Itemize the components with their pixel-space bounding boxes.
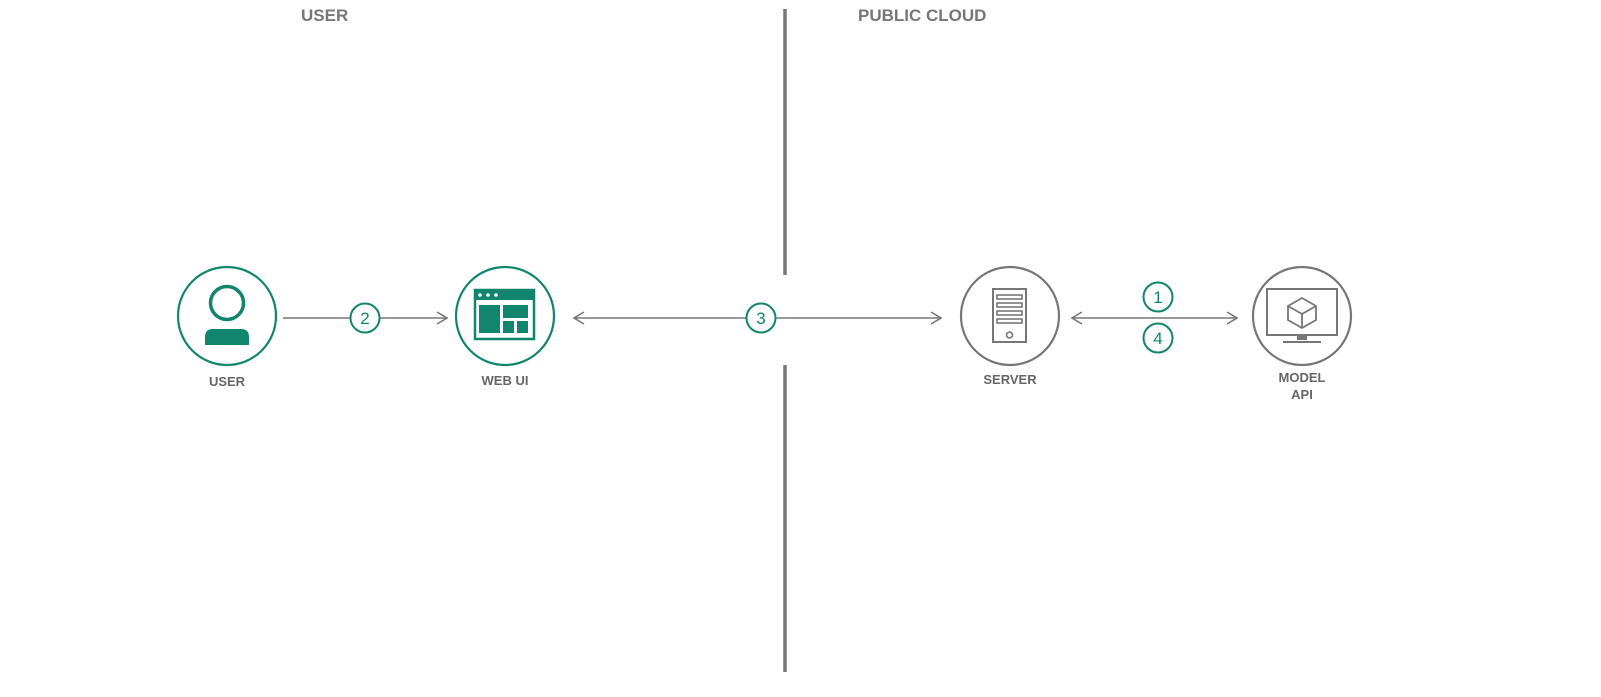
server-icon: [992, 288, 1027, 343]
connector-server-to-model-api: 1 4: [1072, 281, 1237, 354]
web-ui-icon: [473, 288, 536, 341]
step-1-badge: [1142, 281, 1174, 313]
monitor-cube-icon: [1266, 288, 1338, 343]
step-4-number: 4: [1153, 329, 1162, 348]
user-icon: [205, 284, 249, 345]
step-4-badge: [1142, 322, 1174, 354]
server-node-label: SERVER: [983, 372, 1037, 387]
model-api-node-label-line2: API: [1291, 387, 1313, 402]
step-2-badge: [349, 302, 381, 334]
step-3-number: 3: [756, 309, 765, 328]
step-1-number: 1: [1153, 288, 1162, 307]
node-server: SERVER: [959, 265, 1061, 387]
user-node-label: USER: [209, 374, 246, 389]
node-model-api: MODEL API: [1251, 265, 1353, 402]
user-zone-heading: USER: [301, 6, 348, 25]
model-api-node-label-line1: MODEL: [1279, 370, 1326, 385]
connector-web-ui-to-server: 3: [574, 302, 941, 334]
connector-user-to-web-ui: 2: [283, 302, 447, 334]
step-3-badge: [745, 302, 777, 334]
step-2-number: 2: [360, 309, 369, 328]
public-cloud-zone-heading: PUBLIC CLOUD: [858, 6, 986, 25]
node-user: USER: [176, 265, 278, 389]
node-web-ui: WEB UI: [454, 265, 556, 388]
web-ui-node-label: WEB UI: [482, 373, 529, 388]
